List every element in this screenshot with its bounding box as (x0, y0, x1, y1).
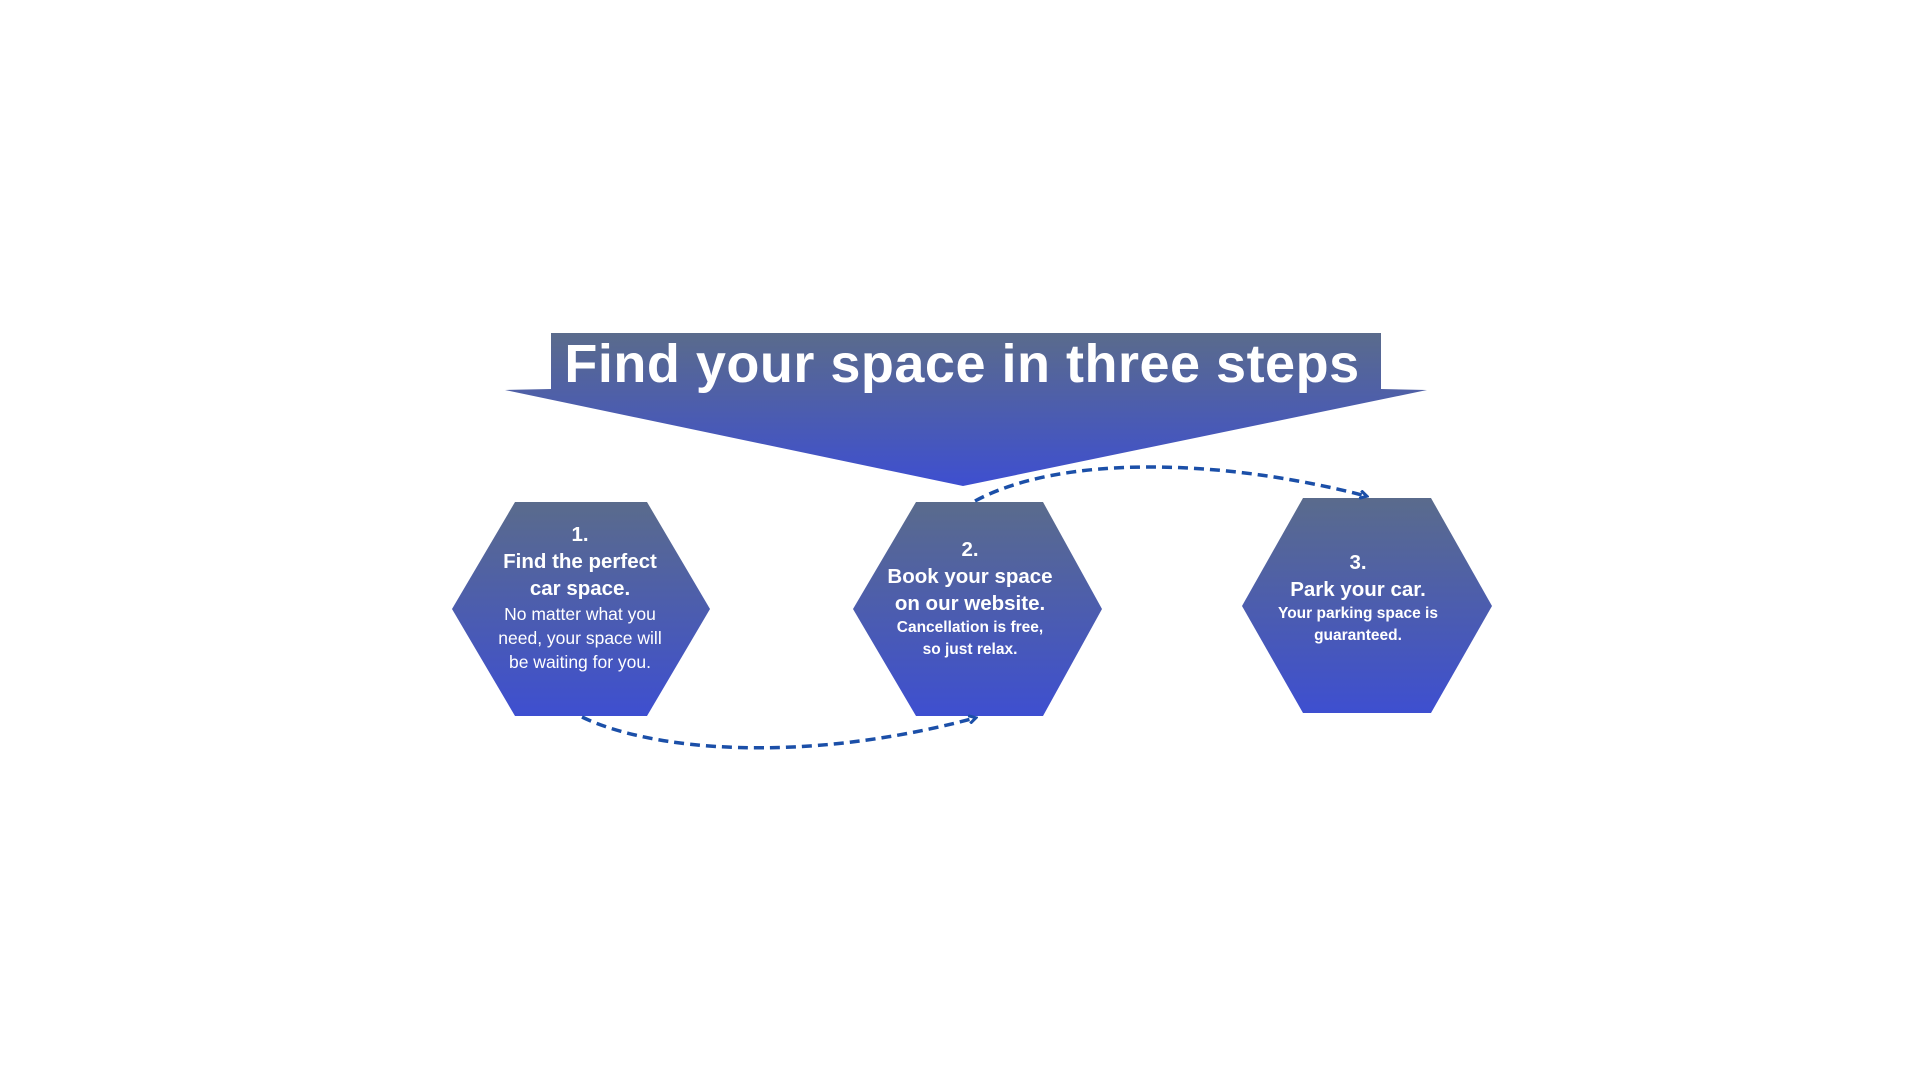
step-3-content: 3. Park your car. Your parking space is … (1262, 543, 1454, 653)
step-2-description-line-1: Cancellation is free, (896, 618, 1044, 636)
step-1-number: 1. (571, 522, 589, 546)
step-3-hexagon (1242, 498, 1492, 713)
step-1-heading-line-1: Find the perfect (503, 549, 657, 573)
step-1-hexagon (452, 502, 710, 716)
step-1-heading-line-2: car space. (529, 576, 631, 600)
connector-arrow-step2-to-step3 (974, 465, 1366, 503)
step-2-heading-line-1: Book your space (887, 564, 1053, 588)
title-banner-arrow (505, 333, 1427, 486)
step-2-content: 2. Book your space on our website. Cance… (870, 533, 1070, 663)
step-3-description-line-2: guaranteed. (1314, 627, 1402, 644)
connector-arrow-step1-to-step2 (581, 717, 975, 750)
step-3-heading-line-1: Park your car. (1290, 578, 1426, 601)
step-2-description-line-2: so just relax. (922, 640, 1018, 658)
step-1-description-line-3: be waiting for you. (508, 651, 652, 672)
step-2-hexagon (853, 502, 1102, 716)
step-2-heading-line-2: on our website. (894, 591, 1046, 615)
page-title: Find your space in three steps (564, 334, 1360, 394)
step-3-description-line-1: Your parking space is (1278, 605, 1438, 622)
step-1-description-line-1: No matter what you (504, 603, 656, 624)
step-2-number: 2. (961, 537, 979, 561)
step-3-number: 3. (1349, 551, 1367, 574)
step-1-description-line-2: need, your space will (498, 627, 662, 648)
step-1-content: 1. Find the perfect car space. No matter… (470, 518, 690, 676)
